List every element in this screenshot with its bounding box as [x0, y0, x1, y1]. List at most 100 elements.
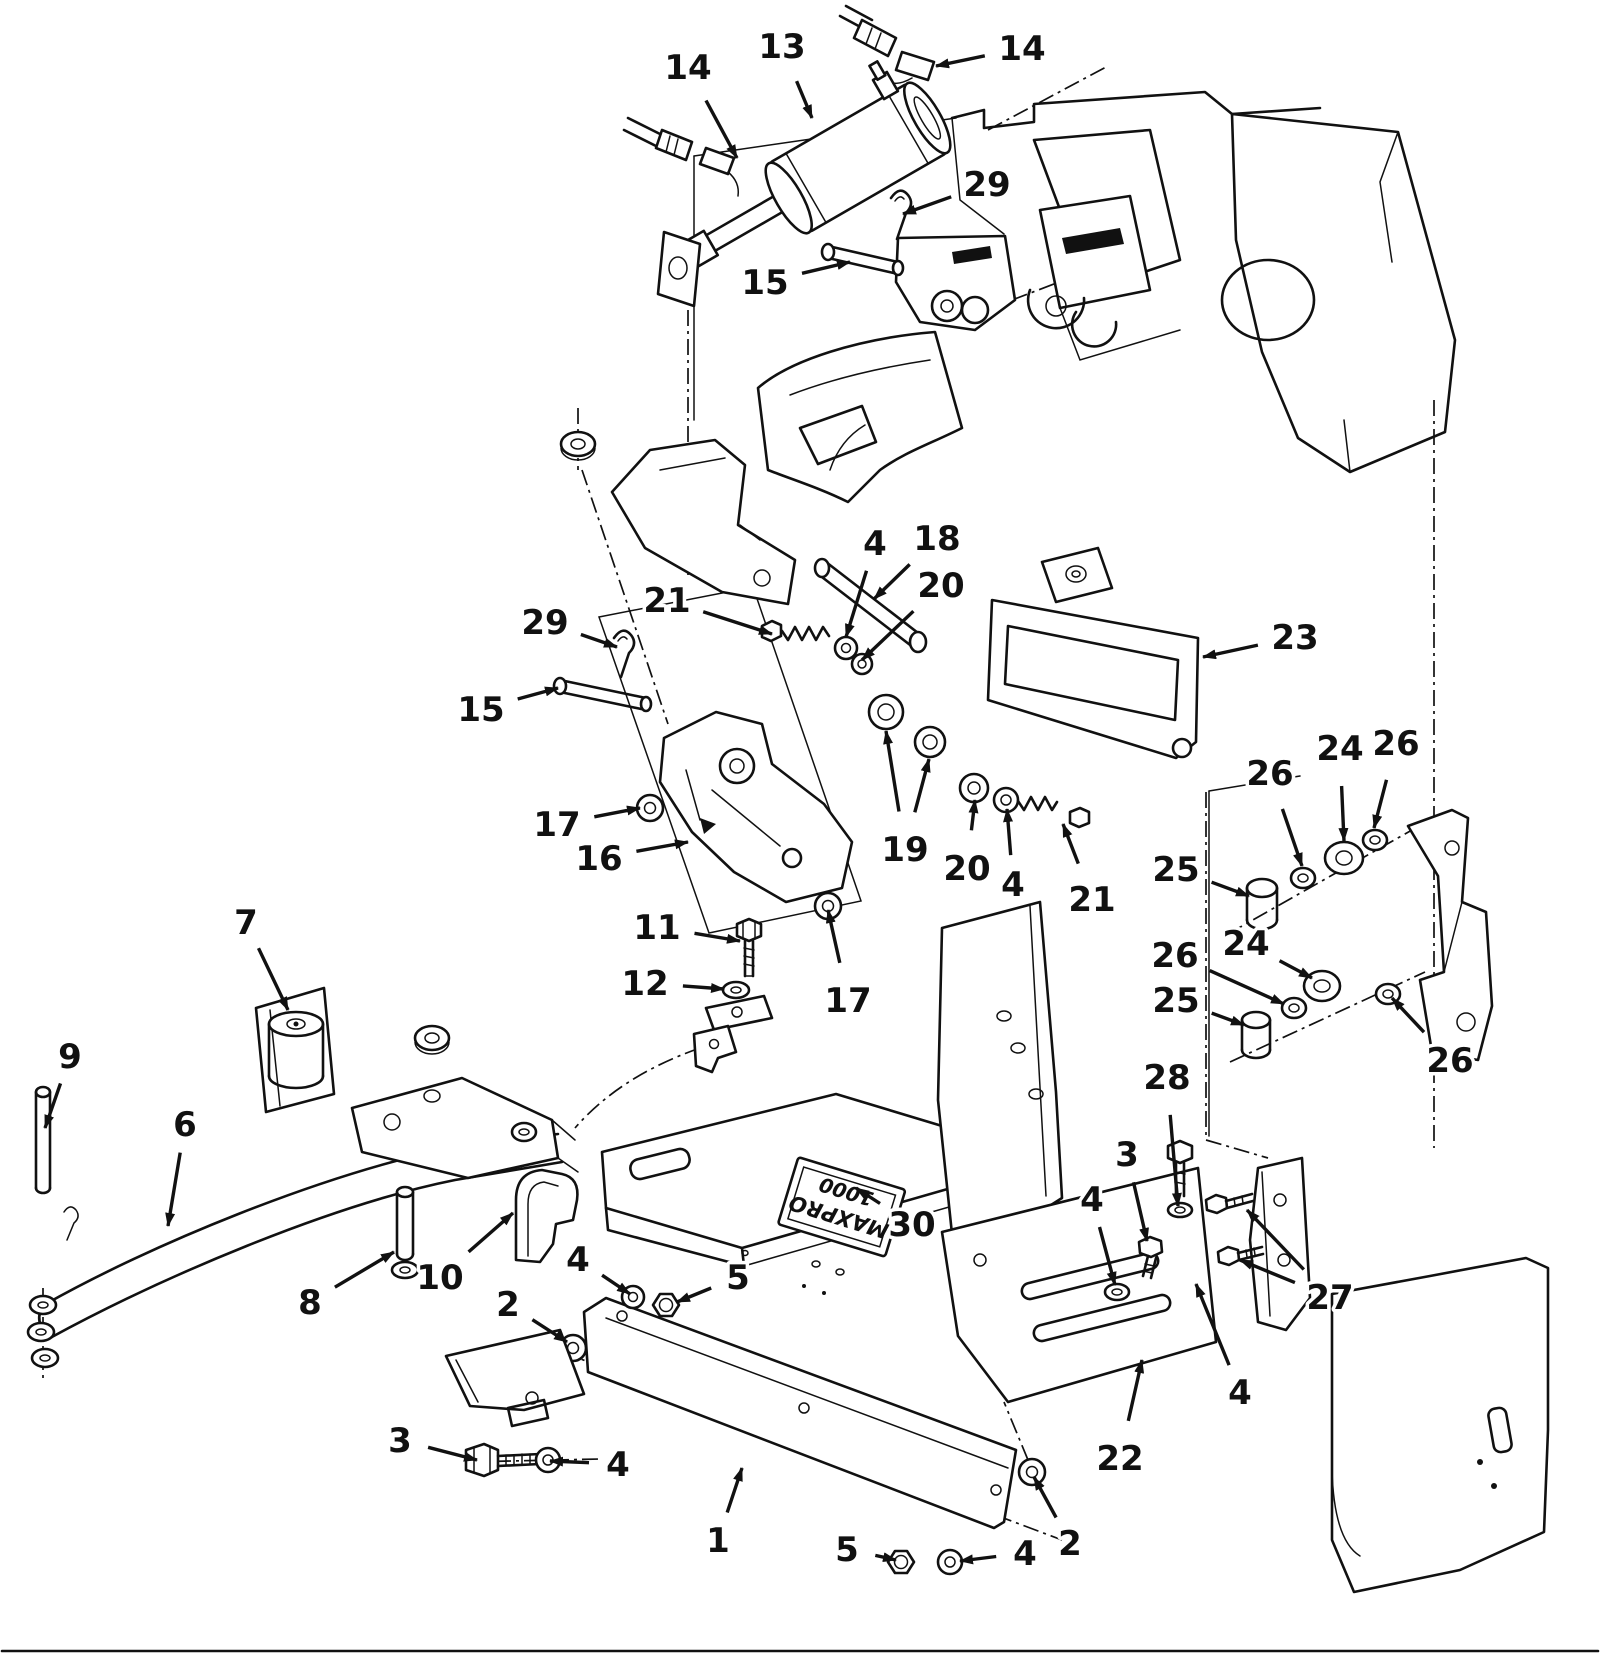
- callout-arrow-25: [1211, 1011, 1245, 1027]
- callout-arrow-14: [935, 54, 986, 69]
- callout-30: 30: [888, 1205, 935, 1245]
- callout-arrow-20: [860, 609, 915, 662]
- callout-arrow-5: [676, 1286, 712, 1304]
- callout-arrow-20: [968, 799, 979, 831]
- callout-24: 24: [1316, 729, 1363, 769]
- callout-14: 14: [998, 29, 1045, 69]
- callout-29: 29: [521, 603, 568, 643]
- callout-arrow-4: [1003, 808, 1014, 856]
- callout-6: 6: [173, 1105, 197, 1145]
- callout-arrow-8: [334, 1250, 395, 1289]
- callout-arrow-13: [795, 80, 814, 119]
- callout-arrow-25: [1211, 880, 1250, 898]
- callout-26: 26: [1372, 724, 1419, 764]
- maxpro-label: MAXPRO 1000: [777, 1156, 907, 1258]
- callout-27: 27: [1306, 1278, 1353, 1318]
- callout-arrow-1: [725, 1467, 744, 1514]
- callout-29: 29: [963, 165, 1010, 205]
- callout-9: 9: [58, 1037, 82, 1077]
- callout-18: 18: [913, 519, 960, 559]
- callout-arrow-30: [855, 1186, 881, 1205]
- callout-arrow-4: [549, 1456, 590, 1467]
- callout-17: 17: [824, 981, 871, 1021]
- callout-arrow-12: [682, 983, 725, 994]
- callout-8: 8: [298, 1283, 322, 1323]
- callout-21: 21: [1068, 880, 1115, 920]
- left-lift-arm-assembly: [26, 1024, 579, 1369]
- callout-arrow-4: [844, 570, 869, 638]
- callout-arrow-21: [702, 610, 773, 636]
- callout-3: 3: [388, 1421, 412, 1461]
- callout-arrow-15: [517, 686, 559, 701]
- callout-24: 24: [1222, 924, 1269, 964]
- callout-25: 25: [1152, 850, 1199, 890]
- frame-structure: [950, 90, 1457, 474]
- callout-15: 15: [741, 263, 788, 303]
- callout-arrow-26: [1209, 969, 1285, 1006]
- callout-25: 25: [1152, 981, 1199, 1021]
- callout-28: 28: [1143, 1058, 1190, 1098]
- hydraulic-cylinder-assembly: [622, 4, 1017, 332]
- rear-panel: [1330, 1256, 1550, 1594]
- callout-arrow-11: [694, 931, 741, 944]
- callout-arrow-15: [801, 260, 851, 275]
- discharge-chute: [756, 330, 964, 504]
- callout-22: 22: [1096, 1439, 1143, 1479]
- callout-4: 4: [606, 1445, 630, 1485]
- callout-arrow-21: [1061, 823, 1080, 865]
- callout-arrow-27: [1245, 1208, 1306, 1271]
- callout-arrow-5: [874, 1552, 897, 1563]
- callout-4: 4: [1228, 1373, 1252, 1413]
- callout-20: 20: [943, 849, 990, 889]
- bracket-23: [986, 546, 1200, 760]
- callout-arrow-7: [256, 947, 290, 1011]
- callout-arrow-26: [1280, 808, 1304, 867]
- callout-26: 26: [1246, 754, 1293, 794]
- callout-arrow-24: [1278, 959, 1313, 980]
- callout-26: 26: [1151, 936, 1198, 976]
- side-bracket-22: [936, 900, 1312, 1404]
- callout-arrow-14: [704, 99, 739, 159]
- pivot-bracket-16: [635, 710, 854, 921]
- callout-15: 15: [457, 690, 504, 730]
- scraper-blade-1: [582, 1296, 1018, 1530]
- callout-arrow-18: [872, 563, 911, 601]
- callout-arrow-3: [1131, 1181, 1149, 1242]
- callout-arrow-22: [1126, 1359, 1145, 1422]
- deck-panel: [600, 1092, 964, 1295]
- callout-arrow-2: [1032, 1476, 1058, 1519]
- callout-arrow-19: [883, 730, 901, 812]
- callout-17: 17: [533, 805, 580, 845]
- callout-19: 19: [881, 830, 928, 870]
- callout-21: 21: [643, 581, 690, 621]
- callout-arrow-28: [1168, 1114, 1182, 1207]
- callout-arrow-4: [601, 1273, 631, 1296]
- callout-arrow-16: [636, 839, 689, 853]
- callout-26: 26: [1426, 1041, 1473, 1081]
- callout-10: 10: [416, 1258, 463, 1298]
- callout-4: 4: [1001, 865, 1025, 905]
- callout-4: 4: [566, 1240, 590, 1280]
- callout-arrow-4: [1097, 1226, 1117, 1286]
- callout-4: 4: [863, 524, 887, 564]
- callout-5: 5: [726, 1258, 750, 1298]
- hanger-arm: [559, 430, 797, 606]
- callout-arrow-4: [959, 1554, 997, 1565]
- callout-arrow-4: [1194, 1283, 1231, 1366]
- callout-11: 11: [633, 908, 680, 948]
- callout-1: 1: [706, 1521, 730, 1561]
- callout-arrow-17: [593, 805, 641, 819]
- roller-7: [254, 986, 336, 1114]
- callout-arrow-9: [43, 1082, 63, 1129]
- callout-arrow-29: [580, 632, 618, 649]
- callout-arrow-26: [1372, 779, 1389, 829]
- bolt-plate-11-12: [692, 917, 774, 1074]
- callout-4: 4: [1013, 1534, 1037, 1574]
- callout-16: 16: [575, 839, 622, 879]
- callout-arrow-27: [1239, 1258, 1296, 1285]
- callout-arrow-6: [165, 1152, 182, 1227]
- callout-arrow-29: [902, 195, 952, 216]
